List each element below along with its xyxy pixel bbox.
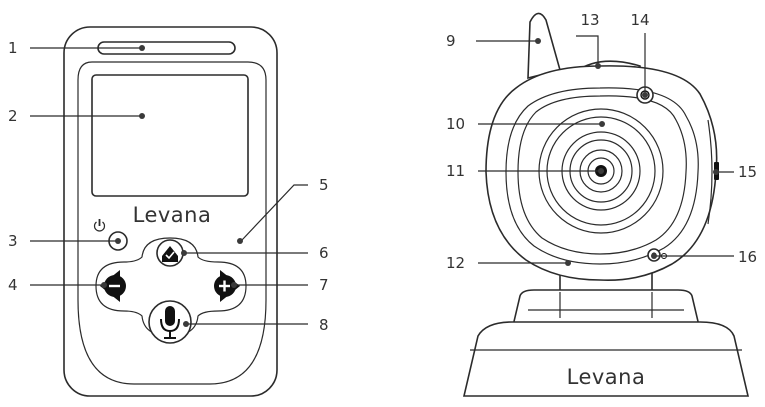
parent-monitor: Levana <box>64 27 277 396</box>
callout-13: 13 <box>576 11 601 69</box>
svg-text:3: 3 <box>8 232 18 250</box>
svg-text:7: 7 <box>319 276 329 294</box>
svg-text:11: 11 <box>446 162 465 180</box>
home-button[interactable] <box>157 240 183 266</box>
baby-camera: Levana <box>464 13 748 396</box>
svg-text:4: 4 <box>8 276 18 294</box>
svg-text:16: 16 <box>738 248 757 266</box>
svg-text:15: 15 <box>738 163 757 181</box>
svg-text:12: 12 <box>446 254 465 272</box>
svg-text:1: 1 <box>8 39 18 57</box>
svg-text:8: 8 <box>319 316 329 334</box>
svg-text:10: 10 <box>446 115 465 133</box>
svg-text:6: 6 <box>319 244 329 262</box>
svg-text:13: 13 <box>580 11 599 29</box>
svg-text:14: 14 <box>630 11 649 29</box>
camera-brand-logo: Levana <box>567 365 646 389</box>
svg-text:9: 9 <box>446 32 456 50</box>
callout-15: 15 <box>713 163 757 181</box>
camera-antenna <box>528 13 560 78</box>
callout-9: 9 <box>446 32 541 50</box>
lcd-screen <box>92 75 248 196</box>
monitor-brand-logo: Levana <box>133 203 212 227</box>
svg-text:2: 2 <box>8 107 18 125</box>
svg-text:5: 5 <box>319 176 329 194</box>
